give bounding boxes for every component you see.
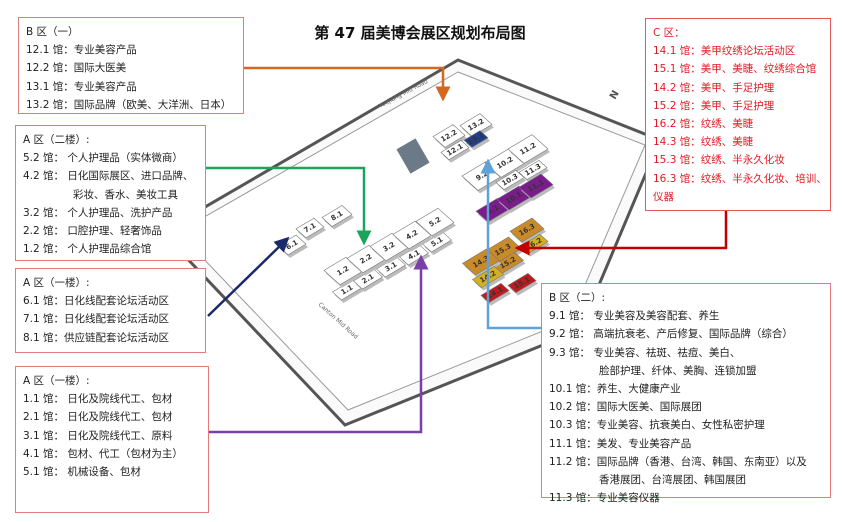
hall-11-3: 11.3 <box>518 160 549 183</box>
legend-row: 6.1 馆：日化线配套论坛活动区 <box>23 295 170 308</box>
legend-heading: A 区（二楼）: <box>23 134 90 146</box>
legend-row: 12.1 馆：专业美容产品 <box>26 44 137 57</box>
hall-5-2: 5.2 <box>415 207 456 239</box>
legend-b-zone-1: B 区（一） 12.1 馆：专业美容产品 12.2 馆：国际大医美 13.1 馆：专业… <box>18 17 244 114</box>
legend-row: 11.1 馆：美发、专业美容产品 <box>549 437 692 450</box>
hall-shape <box>461 248 501 276</box>
legend-heading: B 区（二）: <box>549 292 606 304</box>
legend-heading: A 区（一楼）: <box>23 375 90 387</box>
hall-shape <box>321 205 353 227</box>
hall-14-3: 14.3 <box>461 248 502 279</box>
legend-row: 15.1 馆：美甲、美睫、纹绣综合馆 <box>653 63 817 76</box>
hall-shape <box>463 130 489 148</box>
legend-b-zone-2: B 区（二）: 9.1 馆： 专业美容及美容配套、养生 9.2 馆： 高端抗衰老、产… <box>541 283 831 504</box>
compass-n: N <box>608 89 622 102</box>
arrow-a2 <box>205 166 372 246</box>
hall-11-2: 11.2 <box>507 134 550 167</box>
legend-heading: C 区： <box>653 27 685 39</box>
legend-heading: A 区（一楼）: <box>23 277 90 289</box>
legend-a-zone-1f-forum: A 区（一楼）: 6.1 馆：日化线配套论坛活动区 7.1 馆：日化线配套论坛活动区… <box>15 268 206 353</box>
arrow-a1 <box>208 254 429 434</box>
hall-shape <box>295 217 325 239</box>
legend-row: 12.2 馆：国际大医美 <box>26 62 127 75</box>
hall-11-1: 11.1 <box>518 173 555 201</box>
hall-shape <box>415 207 455 237</box>
legend-row: 5.2 馆： 个人护理品（实体微商） <box>23 152 183 165</box>
legend-row: 16.2 馆：纹绣、美睫 <box>653 118 754 131</box>
arrow-b2 <box>480 158 541 330</box>
legend-row: 15.2 馆：美甲、手足护理 <box>653 99 775 112</box>
legend-row: 2.1 馆： 日化及院线代工、包材 <box>23 411 173 424</box>
arrow-b1 <box>243 66 451 102</box>
hall-3-1: 3.1 <box>375 256 408 281</box>
hall-shape <box>459 113 493 137</box>
hall-shape <box>518 173 554 199</box>
legend-row: 14.3 馆：纹绣、美睫 <box>653 136 754 149</box>
legend-row: 7.1 馆：日化线配套论坛活动区 <box>23 313 170 326</box>
legend-row: 4.1 馆： 包材、代工（包材为主） <box>23 447 183 460</box>
legend-row: 脸部护理、纤体、美胸、连锁加盟 <box>599 364 757 377</box>
legend-row: 1.2 馆： 个人护理品综合馆 <box>23 243 152 256</box>
arrow-c <box>514 210 728 256</box>
legend-row: 3.1 馆： 日化及院线代工、原料 <box>23 429 173 442</box>
legend-row: 14.2 馆：美甲、手足护理 <box>653 81 775 94</box>
tower-building <box>396 138 430 174</box>
legend-c-zone: C 区： 14.1 馆：美甲纹绣论坛活动区 15.1 馆：美甲、美睫、纹绣综合馆 14… <box>645 18 831 211</box>
legend-row: 3.2 馆： 个人护理品、洗护产品 <box>23 206 173 219</box>
hall-shape <box>507 134 549 164</box>
legend-row: 11.2 馆：国际品牌（香港、台湾、韩国、东南亚）以及 <box>549 455 807 468</box>
hall-shape <box>432 124 466 148</box>
legend-row: 13.1 馆：专业美容产品 <box>26 80 137 93</box>
hall-shape <box>440 140 470 160</box>
legend-row: 10.3 馆：专业美容、抗衰美白、女性私密护理 <box>549 419 765 432</box>
legend-row: 11.3 馆：专业美容仪器 <box>549 492 660 505</box>
legend-row: 14.1 馆：美甲纹绣论坛活动区 <box>653 45 796 58</box>
hall-14-2: 14.2 <box>471 265 506 291</box>
hall-12-2: 12.2 <box>432 124 467 151</box>
legend-row: 5.1 馆： 机械设备、包材 <box>23 466 141 479</box>
legend-row: 香港展团、台湾展团、韩国展团 <box>599 474 746 487</box>
page-title: 第 47 届美博会展区规划布局图 <box>314 24 526 42</box>
arrow-a1-forum <box>207 236 290 317</box>
legend-row: 10.2 馆：国际大医美、国际展团 <box>549 401 702 414</box>
legend-row: 8.1 馆：供应链配套论坛活动区 <box>23 331 170 344</box>
hall-5-1: 5.1 <box>421 231 454 256</box>
hall-16-3: 16.3 <box>509 217 546 245</box>
hall-shape <box>518 160 548 180</box>
legend-a-zone-1f: A 区（一楼）: 1.1 馆： 日化及院线代工、包材 2.1 馆： 日化及院线代工、… <box>15 366 209 513</box>
hall-4-2: 4.2 <box>392 220 433 252</box>
legend-a-zone-2f: A 区（二楼）: 5.2 馆： 个人护理品（实体微商） 4.2 馆： 日化国际展区、… <box>15 125 206 261</box>
legend-heading: B 区（一） <box>26 26 79 38</box>
legend-row: 9.2 馆： 高端抗衰老、产后修复、国际品牌（综合） <box>549 328 793 341</box>
legend-row: 15.3 馆：纹绣、半永久化妆 <box>653 154 785 167</box>
legend-row: 仪器 <box>653 190 674 203</box>
legend-row: 2.2 馆： 口腔护理、轻奢饰品 <box>23 225 162 238</box>
legend-row: 10.1 馆：养生、大健康产业 <box>549 383 681 396</box>
legend-row: 彩妆、香水、美妆工具 <box>73 188 178 201</box>
hall-15-2: 15.2 <box>491 251 526 277</box>
hall-shape <box>507 273 537 293</box>
legend-row: 9.3 馆： 专业美容、祛斑、祛痘、美白、 <box>549 346 741 359</box>
hall-shape <box>509 217 545 243</box>
hall-8-1: 8.1 <box>321 205 354 230</box>
legend-row: 9.1 馆： 专业美容及美容配套、养生 <box>549 310 720 323</box>
legend-row: 13.2 馆：国际品牌（欧美、大洋洲、日本） <box>26 98 232 111</box>
hall-13-2: 13.2 <box>459 113 494 140</box>
hall-7-1: 7.1 <box>295 217 326 241</box>
legend-row: 16.3 馆：纹绣、半永久化妆、培训、 <box>653 172 827 185</box>
legend-row: 1.1 馆： 日化及院线代工、包材 <box>23 393 173 406</box>
legend-row: 4.2 馆： 日化国际展区、进口品牌、 <box>23 170 194 183</box>
